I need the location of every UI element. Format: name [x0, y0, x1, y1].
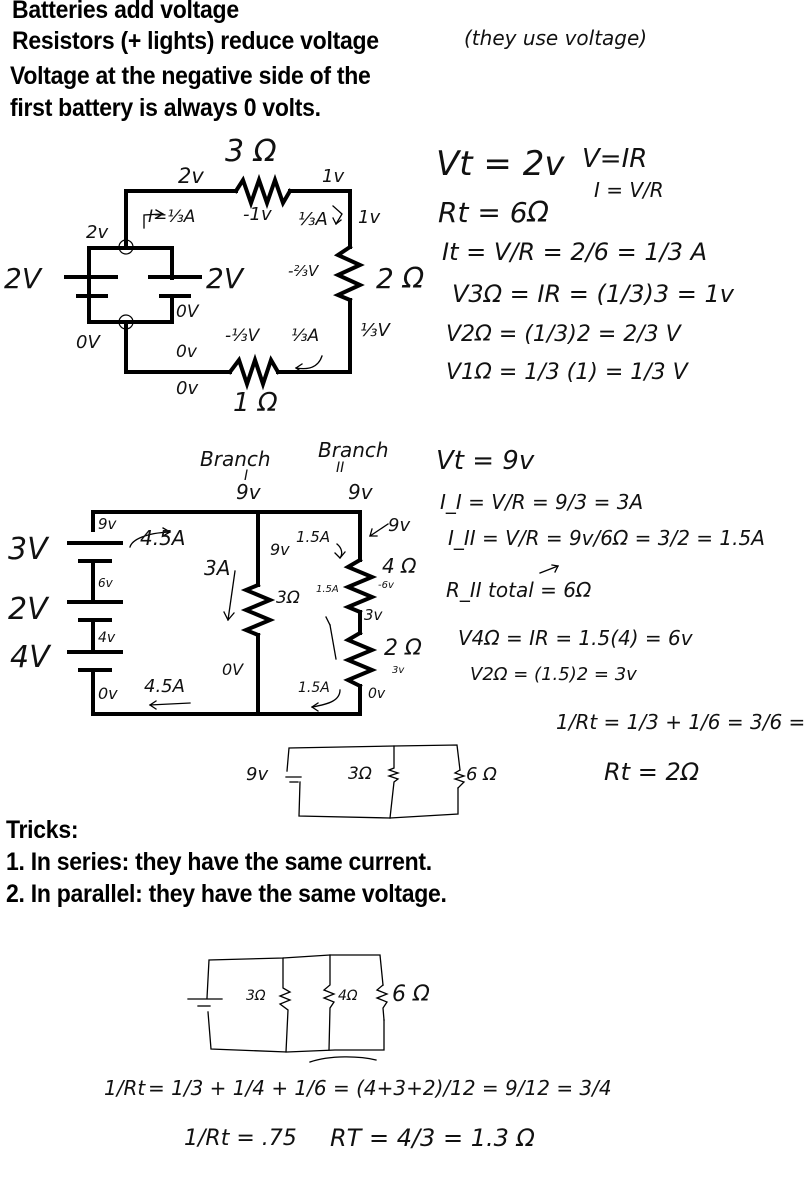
c3-resistor3-label: 6 Ω [392, 982, 430, 1007]
c3-calc-lhs: 1/Rt [104, 1076, 146, 1100]
c2-branch1-current: 3A [204, 556, 231, 580]
c1-resistor-1ohm-label: 1 Ω [233, 388, 278, 418]
c2-node-0v: 0v [98, 684, 118, 703]
tricks-item-parallel: 2. In parallel: they have the same volta… [6, 880, 447, 908]
c2-calc-v4ohm: V4Ω = IR = 1.5(4) = 6v [458, 626, 693, 650]
c2-calc-vt: Vt = 9v [436, 446, 535, 476]
c2-battery1-label: 3V [8, 532, 48, 567]
c1-calc-current-formula: I = V/R [594, 178, 664, 202]
c3-resistor2-label: 4Ω [338, 988, 358, 1004]
c1-resistor-3ohm-label: 3 Ω [225, 134, 277, 169]
mini-resistor2-label: 6 Ω [466, 764, 497, 785]
c2-branch1-voltage: 9v [236, 480, 261, 504]
c2-calc-r2total: R_II total = 6Ω [446, 578, 592, 602]
c2-branch2-number: II [336, 460, 345, 476]
tricks-title: Tricks: [6, 816, 79, 844]
c2-node-6v: 6v [98, 576, 113, 590]
circuit3-wires [187, 954, 389, 1053]
c2-calc-i2: I_II = V/R = 9v/6Ω = 3/2 = 1.5A [448, 526, 765, 550]
c1-drop-3ohm: -1v [243, 204, 272, 225]
c1-calc-v3ohm: V3Ω = IR = (1/3)3 = 1v [452, 280, 734, 308]
c2-mid-voltage: 3v [364, 606, 383, 624]
c2-branch2-voltage: 9v [348, 480, 373, 504]
c1-bottom-mid-voltage: 0v [176, 342, 197, 362]
c2-branch2-bottom-voltage: 0v [368, 686, 386, 702]
c2-node-9v: 9v [98, 515, 117, 533]
c2-calc-rt-equation: 1/Rt = 1/3 + 1/6 = 3/6 = 1/2 [556, 710, 812, 734]
c2-branch2-in-voltage: 9v [388, 515, 411, 536]
c1-right-top-current: ⅓A [298, 209, 328, 230]
rule-voltage-line1: Voltage at the negative side of the [10, 62, 371, 90]
c1-battery-right-label: 2V [206, 262, 243, 295]
c1-left-bottom-voltage: 0V [76, 332, 100, 353]
c1-current-label: I=⅓A [148, 207, 196, 227]
c1-drop-1ohm: -⅓V [225, 326, 260, 346]
c2-drop-4ohm: -6v [378, 580, 394, 591]
c1-right-bottom-voltage: ⅓V [360, 320, 390, 341]
c2-resistor-4ohm: 4 Ω [382, 554, 417, 578]
c2-top-current: 4.5A [140, 526, 186, 550]
mini-circuit-wires [285, 744, 467, 819]
c1-calc-vt: Vt = 2v [436, 144, 565, 184]
current-arrows [129, 205, 559, 1063]
c1-calc-it: It = V/R = 2/6 = 1/3 A [442, 238, 708, 266]
c3-resistor1-label: 3Ω [246, 988, 266, 1004]
c2-branch2-bottom-current: 1.5A [298, 680, 330, 696]
c2-drop-2ohm: 3v [392, 665, 405, 676]
c1-calc-ohms-law: V=IR [582, 144, 648, 174]
c1-node-top-voltage: 2v [86, 222, 109, 243]
c2-branch2-mid-current: 1.5A [316, 584, 339, 595]
c1-top-left-voltage: 2v [178, 164, 204, 188]
circuit2-wires [67, 510, 378, 716]
c2-branch1-bottom-voltage: 0V [222, 660, 244, 679]
c2-branch1-number: I [244, 468, 249, 484]
c2-branch2-top-current: 1.5A [296, 528, 331, 546]
c1-right-top-voltage: 1v [358, 207, 381, 228]
c1-top-right-voltage: 1v [322, 166, 345, 187]
c1-drop-2ohm: -⅔V [288, 262, 319, 280]
c1-bottom-current: ⅓A [291, 326, 320, 346]
c1-battery-right-low: 0V [176, 302, 199, 322]
c2-branch2-label: Branch [318, 438, 389, 462]
c2-resistor-2ohm: 2 Ω [384, 636, 422, 661]
c2-branch1-top-voltage: 9v [270, 540, 290, 559]
mini-resistor1-label: 3Ω [348, 764, 372, 784]
rule-voltage-line2: first battery is always 0 volts. [10, 94, 321, 122]
tricks-item-series: 1. In series: they have the same current… [6, 848, 432, 876]
rule-resistors: Resistors (+ lights) reduce voltage [12, 27, 379, 55]
c2-branch1-resistor: 3Ω [276, 588, 300, 608]
c2-branch1-label: Branch [200, 447, 271, 471]
c1-battery-left-label: 2V [4, 262, 41, 295]
c3-calc-rt: RT = 4/3 = 1.3 Ω [330, 1124, 535, 1152]
c2-node-4v: 4v [98, 630, 116, 646]
c1-calc-v1ohm: V1Ω = 1/3 (1) = 1/3 V [446, 360, 688, 385]
c2-calc-v2ohm: V2Ω = (1.5)2 = 3v [470, 664, 637, 685]
rule-batteries: Batteries add voltage [12, 0, 239, 24]
c2-calc-i1: I_I = V/R = 9/3 = 3A [440, 490, 644, 514]
c2-battery2-label: 2V [8, 592, 48, 627]
rule-resistors-note: (they use voltage) [464, 26, 648, 50]
c1-calc-v2ohm: V2Ω = (1/3)2 = 2/3 V [446, 322, 681, 347]
c1-resistor-2ohm-label: 2 Ω [376, 262, 425, 295]
c2-battery3-label: 4V [10, 640, 50, 675]
mini-battery-label: 9v [246, 764, 269, 785]
c3-calc-inverse: 1/Rt = .75 [184, 1126, 297, 1151]
circuit1-wires [64, 173, 365, 391]
c2-bottom-current: 4.5A [144, 676, 185, 697]
c1-calc-rt: Rt = 6Ω [438, 196, 549, 229]
c3-calc-sum: = 1/3 + 1/4 + 1/6 = (4+3+2)/12 = 9/12 = … [148, 1076, 612, 1100]
c2-calc-rt: Rt = 2Ω [604, 758, 700, 786]
c1-bottom-left-voltage: 0v [176, 378, 199, 399]
